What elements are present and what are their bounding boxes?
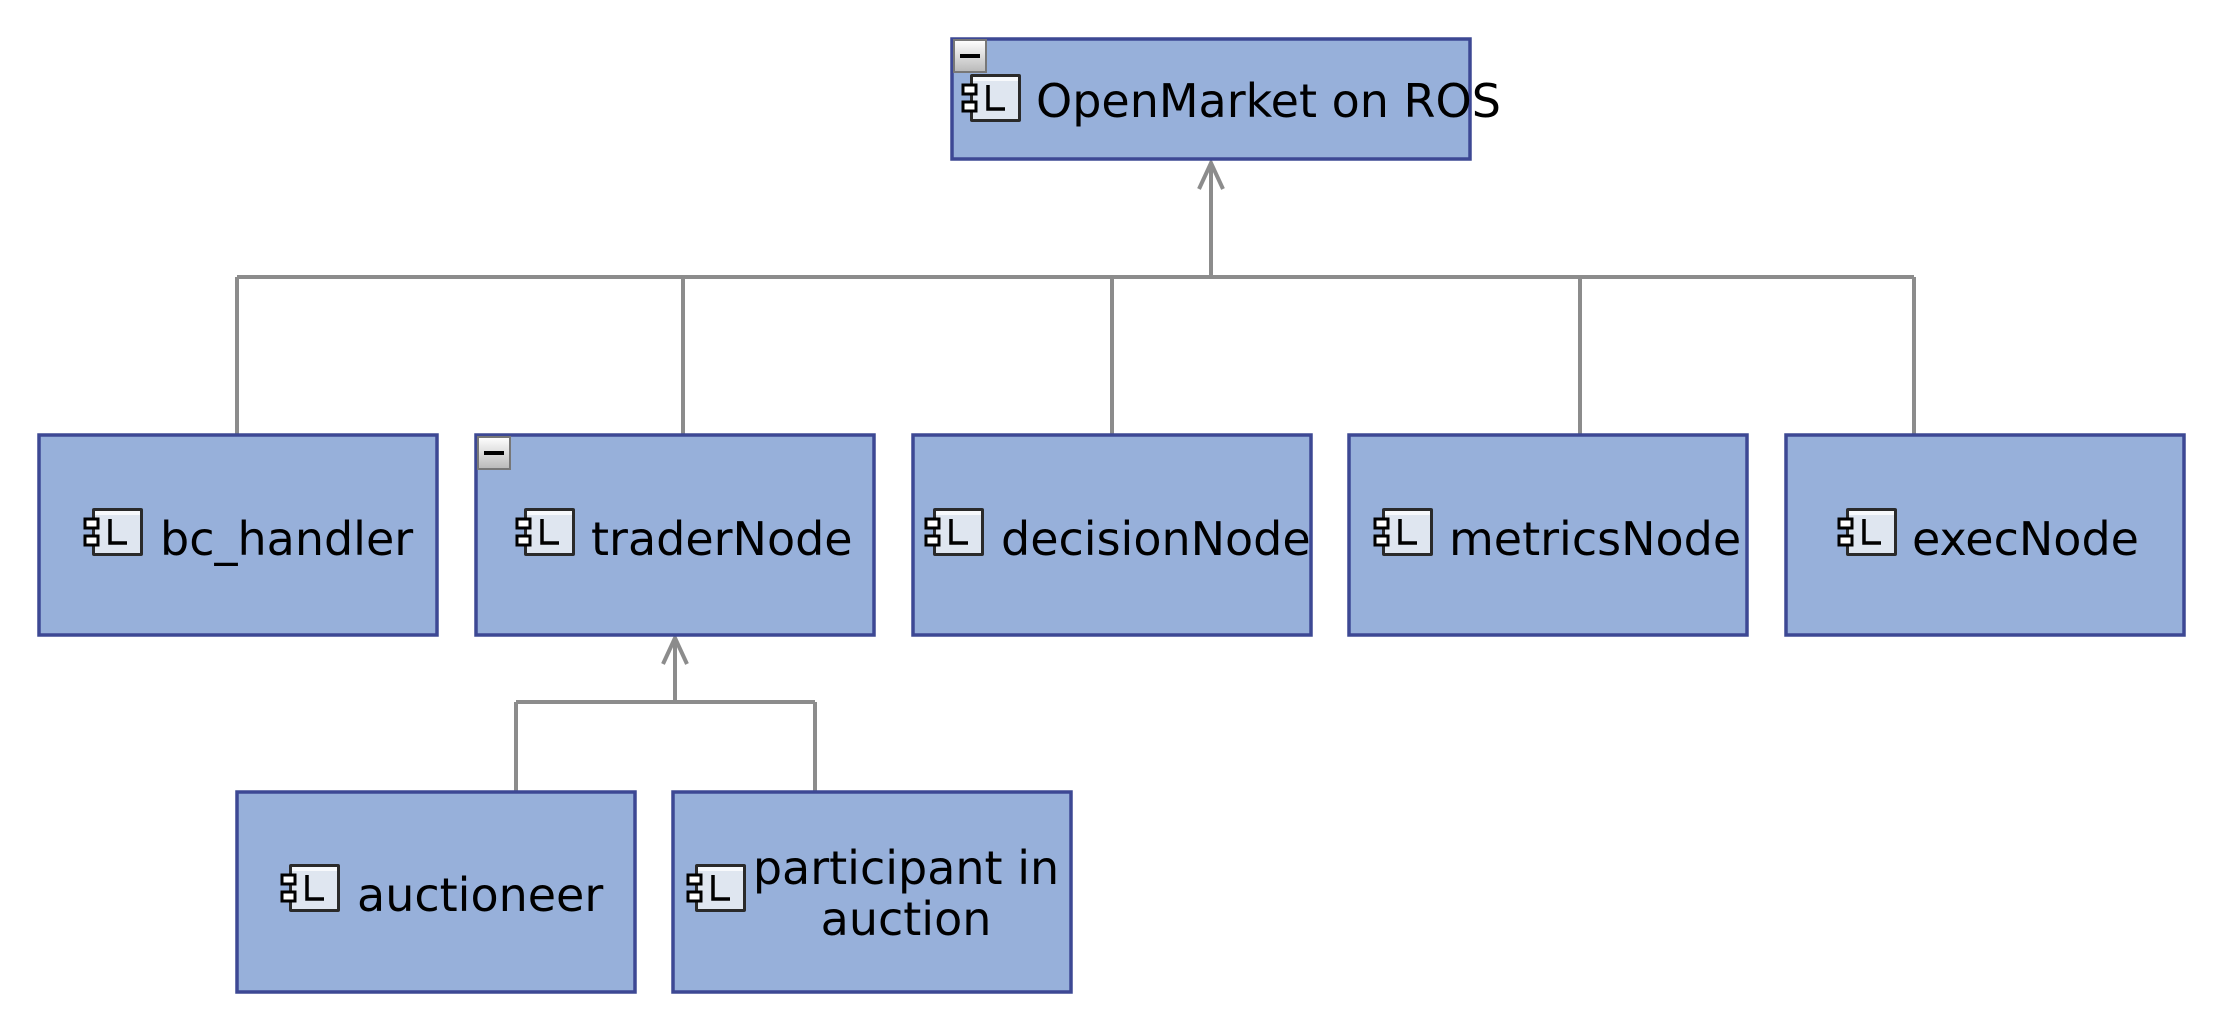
collapse-button[interactable] <box>477 436 511 470</box>
node-label: execNode <box>1912 512 2139 566</box>
node-label: bc_handler <box>160 512 413 566</box>
node-auctioneer[interactable]: auctioneer <box>235 790 637 994</box>
collapse-button[interactable] <box>953 39 987 73</box>
component-icon <box>961 72 1023 124</box>
node-trader-node[interactable]: traderNode <box>474 433 876 637</box>
node-exec-node[interactable]: execNode <box>1784 433 2186 637</box>
node-label-line-1: participant in <box>753 841 1059 895</box>
component-icon <box>1373 506 1435 558</box>
node-label: OpenMarket on ROS <box>1036 74 1501 128</box>
component-icon <box>1837 506 1899 558</box>
node-decision-node[interactable]: decisionNode <box>911 433 1313 637</box>
node-label: metricsNode <box>1449 512 1741 566</box>
component-icon <box>83 506 145 558</box>
connectors-root <box>235 158 1916 435</box>
node-bc-handler[interactable]: bc_handler <box>37 433 439 637</box>
component-icon <box>686 862 748 914</box>
component-icon <box>280 862 342 914</box>
component-icon <box>515 506 577 558</box>
node-label: traderNode <box>591 512 853 566</box>
arrowhead-trader <box>661 633 689 665</box>
connectors-trader <box>514 633 817 792</box>
node-label: decisionNode <box>1001 512 1311 566</box>
node-openmarket-on-ros[interactable]: OpenMarket on ROS <box>950 37 1501 161</box>
node-label: auctioneer <box>357 868 603 922</box>
node-participant-in-auction[interactable]: participant in auction <box>671 790 1073 994</box>
arrowhead-root <box>1197 158 1225 190</box>
component-icon <box>924 506 986 558</box>
node-label-line-2: auction <box>821 892 992 946</box>
node-metrics-node[interactable]: metricsNode <box>1347 433 1749 637</box>
